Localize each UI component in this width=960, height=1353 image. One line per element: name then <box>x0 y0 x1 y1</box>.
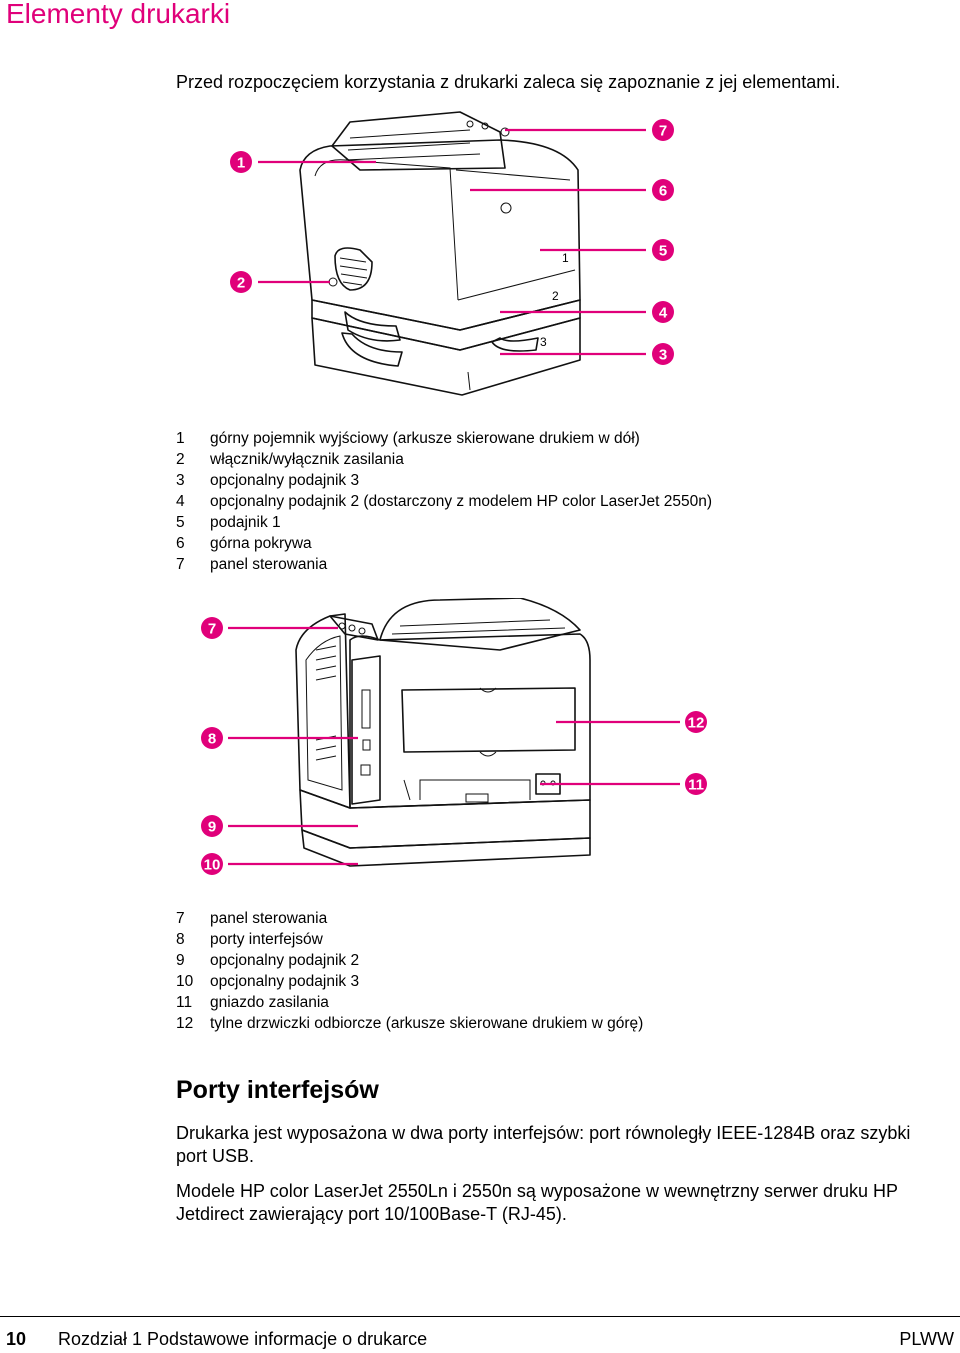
svg-text:9: 9 <box>208 819 216 836</box>
footer-chapter: Rozdział 1 Podstawowe informacje o druka… <box>58 1329 428 1349</box>
svg-text:7: 7 <box>208 621 216 638</box>
tray-number-3: 3 <box>540 335 547 349</box>
callout-5: 5 <box>652 239 674 261</box>
callout-12: 12 <box>685 711 707 733</box>
callout-6: 6 <box>652 179 674 201</box>
svg-text:10: 10 <box>204 857 221 874</box>
tray-number-2: 2 <box>552 289 559 303</box>
callout-11: 11 <box>685 773 707 795</box>
callout-7-rear: 7 <box>201 617 223 639</box>
section-paragraph-2: Modele HP color LaserJet 2550Ln i 2550n … <box>176 1181 898 1224</box>
svg-text:12: 12 <box>688 715 705 732</box>
svg-text:8: 8 <box>208 731 216 748</box>
svg-text:7: 7 <box>659 123 667 140</box>
page-title: Elementy drukarki <box>6 0 231 29</box>
printer-front-figure: 1 2 3 1 2 3 4 5 6 7 <box>230 111 674 396</box>
callout-9: 9 <box>201 815 223 837</box>
callout-1: 1 <box>230 151 252 173</box>
intro-text: Przed rozpoczęciem korzystania z drukark… <box>176 72 841 92</box>
callout-10: 10 <box>201 853 223 875</box>
footer-page-number: 10 <box>6 1329 27 1349</box>
callout-7: 7 <box>652 119 674 141</box>
callout-4: 4 <box>652 301 674 323</box>
section-paragraph-1: Drukarka jest wyposażona w dwa porty int… <box>176 1123 911 1166</box>
tray-number-1: 1 <box>562 251 569 265</box>
footer-locale: PLWW <box>899 1329 954 1349</box>
section-heading: Porty interfejsów <box>176 1076 379 1104</box>
svg-text:4: 4 <box>659 305 668 322</box>
printer-rear-drawing <box>295 598 591 867</box>
callout-8: 8 <box>201 727 223 749</box>
svg-text:11: 11 <box>688 777 704 794</box>
svg-text:2: 2 <box>237 275 245 292</box>
printer-rear-figure: 7 8 9 10 11 12 <box>201 598 707 875</box>
callout-2: 2 <box>230 271 252 293</box>
printer-front-drawing: 1 2 3 <box>299 111 581 396</box>
svg-text:5: 5 <box>659 243 667 260</box>
footer-rule <box>0 1316 960 1317</box>
svg-text:1: 1 <box>237 155 245 172</box>
svg-text:6: 6 <box>659 183 667 200</box>
callout-3: 3 <box>652 343 674 365</box>
svg-text:3: 3 <box>659 347 667 364</box>
